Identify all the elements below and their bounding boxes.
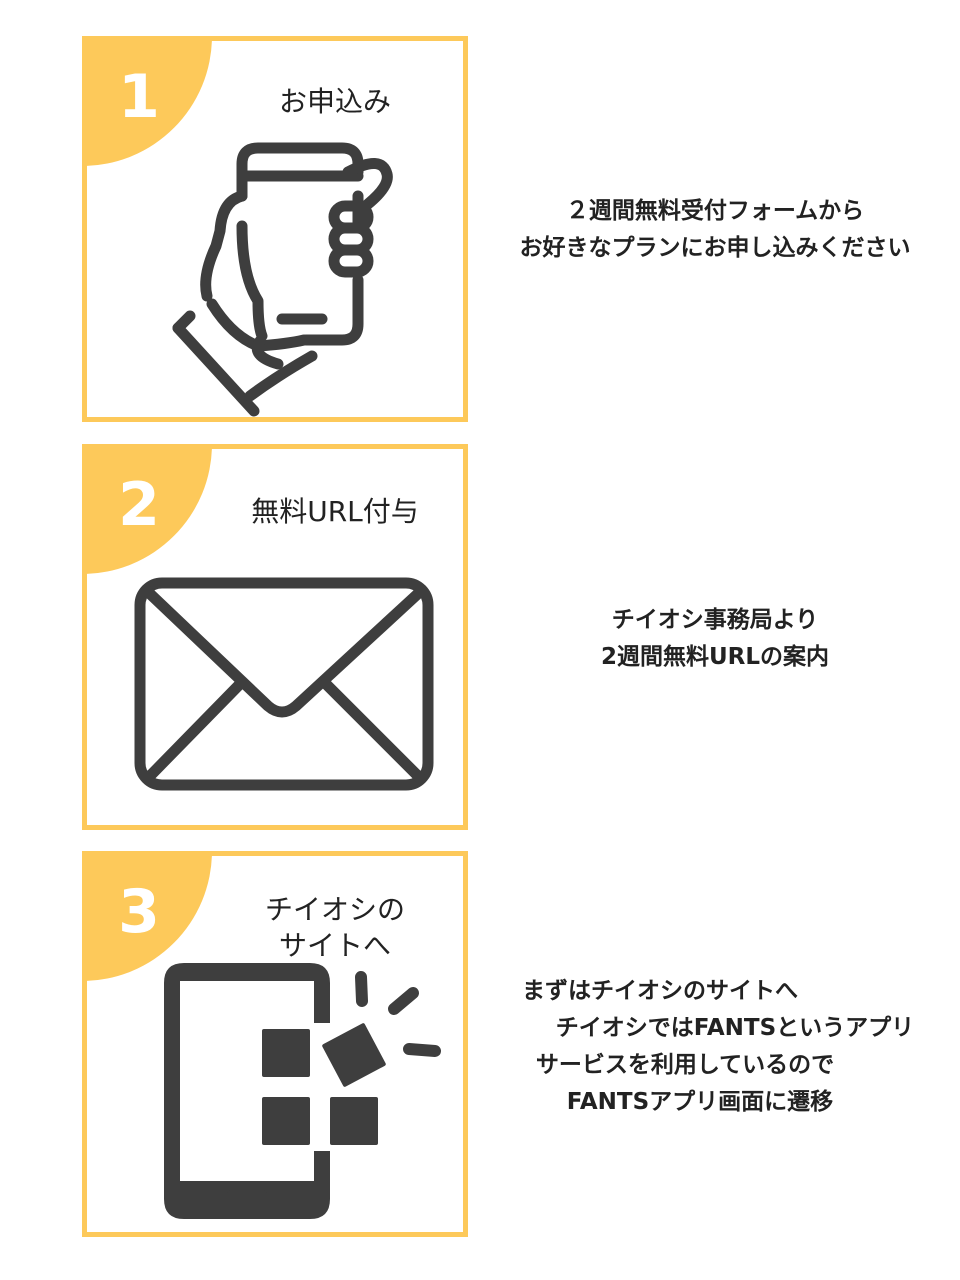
- step-number: 2: [118, 470, 160, 540]
- description-line: 2週間無料URLの案内: [600, 644, 830, 670]
- step-1-card: 1 お申込み: [82, 36, 468, 422]
- step-title: お申込み: [278, 85, 391, 118]
- step-2-description: チイオシ事務局より 2週間無料URLの案内: [490, 602, 940, 676]
- description-line: チイオシではFANTSというアプリ: [555, 1015, 915, 1041]
- step-title: 無料URL付与: [251, 495, 419, 528]
- step-number: 1: [118, 62, 160, 132]
- step-title-line: チイオシの: [264, 893, 405, 926]
- description-line: お好きなプランにお申し込みください: [519, 235, 911, 261]
- description-line: サービスを利用しているので: [535, 1052, 835, 1078]
- description-line: ２週間無料受付フォームから: [565, 198, 865, 224]
- step-2-card: 2 無料URL付与: [82, 444, 468, 830]
- hand-holding-phone-icon: [172, 142, 393, 417]
- phone-app-transition-icon: [164, 963, 441, 1219]
- envelope-icon: [134, 577, 434, 791]
- step-title-line: サイトへ: [278, 929, 391, 962]
- step-3-card: 3 チイオシの サイトへ: [82, 851, 468, 1237]
- step-3-description: まずはチイオシのサイトへ チイオシではFANTSというアプリ サービスを利用して…: [490, 973, 940, 1121]
- step-1-description: ２週間無料受付フォームから お好きなプランにお申し込みください: [490, 193, 940, 267]
- step-number: 3: [118, 877, 160, 947]
- description-line: まずはチイオシのサイトへ: [522, 978, 798, 1004]
- step-title: チイオシの サイトへ: [217, 892, 453, 964]
- description-line: チイオシ事務局より: [611, 607, 819, 633]
- description-line: FANTSアプリ画面に遷移: [566, 1089, 834, 1115]
